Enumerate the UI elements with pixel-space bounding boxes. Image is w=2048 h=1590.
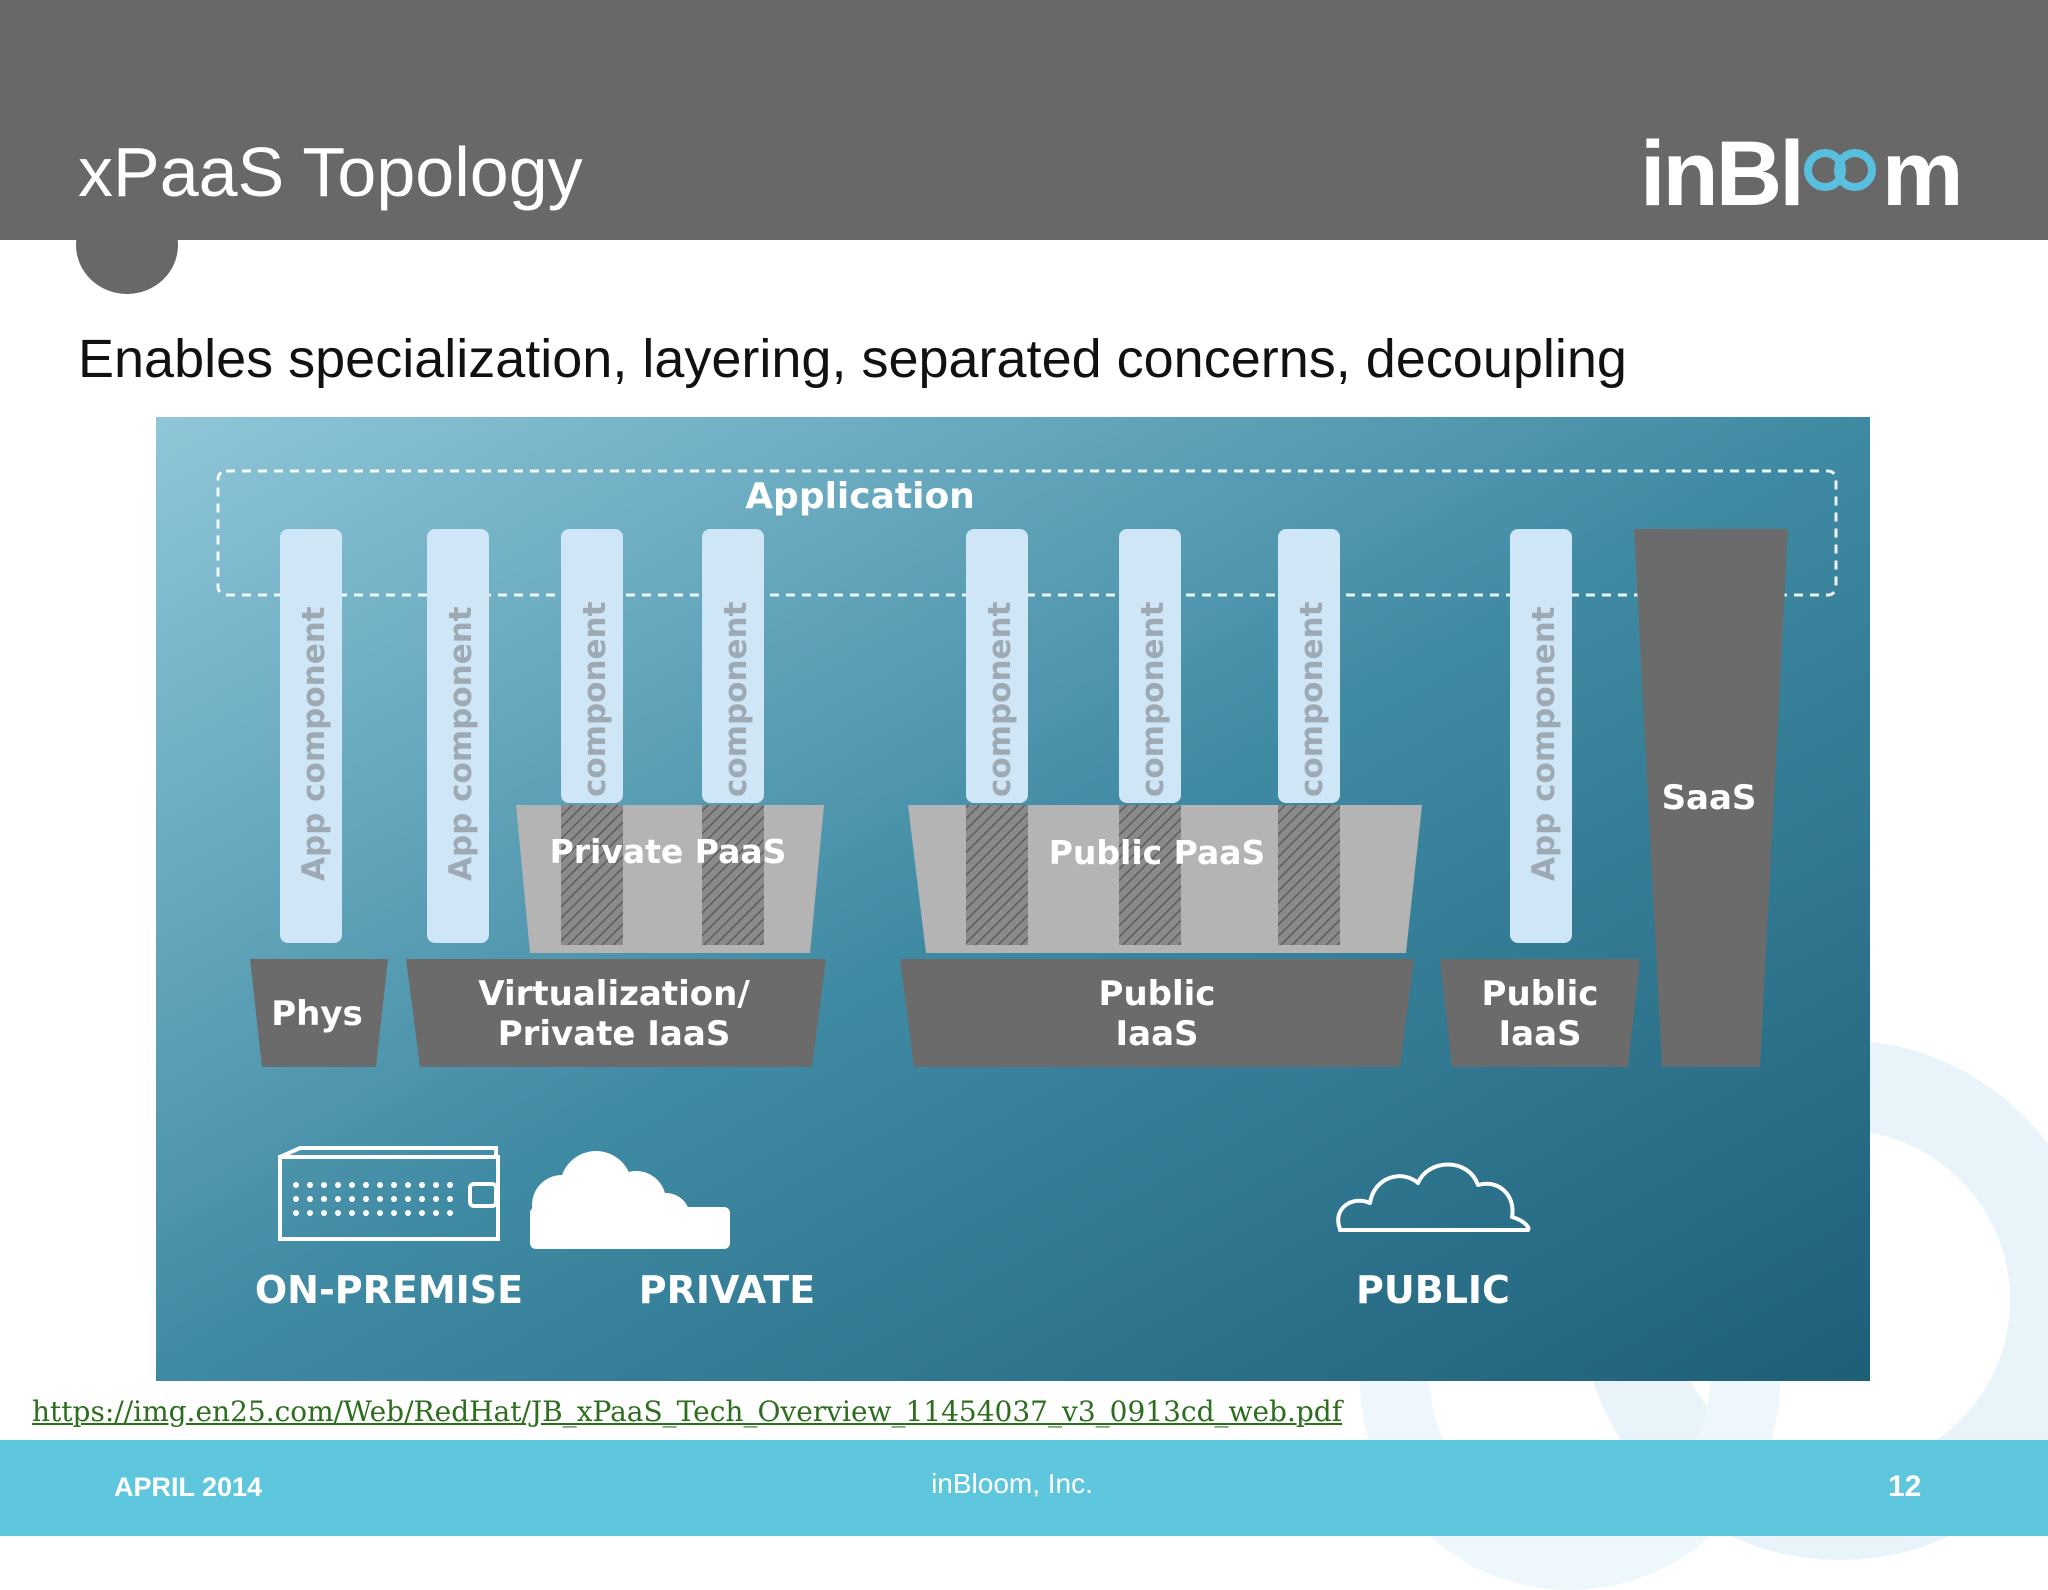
app-component-pillar-3 <box>1510 529 1572 943</box>
component-pillar-2-hatch <box>702 805 764 945</box>
page-number: 12 <box>1888 1470 1922 1503</box>
application-label: Application <box>745 476 975 517</box>
private-paas-label: Private PaaS <box>550 832 787 871</box>
public-iaas-label-line2: IaaS <box>1115 1014 1198 1054</box>
title-bubble <box>76 196 178 294</box>
component-pillar-4-hatch <box>1119 805 1181 945</box>
component-pillar-5 <box>1278 529 1340 803</box>
footer-company: inBloom, Inc. <box>931 1468 1093 1499</box>
component-pillar-4 <box>1119 529 1181 803</box>
footer-bar <box>0 1440 2048 1536</box>
virtualization-label-line1: Virtualization/ <box>478 974 750 1014</box>
app-component-pillar-2 <box>427 529 489 943</box>
virtualization-block <box>406 959 826 1067</box>
component-pillar-1 <box>561 529 623 803</box>
component-label: component <box>982 601 1018 797</box>
logo-rings-icon <box>1802 149 1882 205</box>
component-pillar-3-hatch <box>966 805 1028 945</box>
logo-text-left: inBl <box>1640 123 1805 225</box>
cloud-filled-icon <box>530 1151 730 1249</box>
saas-label: SaaS <box>1662 778 1757 818</box>
public-label: PUBLIC <box>1356 1268 1510 1312</box>
on-premise-label: ON-PREMISE <box>255 1268 523 1312</box>
virtualization-label-line2: Private IaaS <box>498 1014 731 1054</box>
public-iaas-label-line1: Public <box>1099 974 1216 1014</box>
component-pillar-1-hatch <box>561 805 623 945</box>
cloud-outline-icon <box>1336 1162 1531 1232</box>
server-rack-icon <box>278 1146 500 1241</box>
phys-label: Phys <box>271 994 363 1034</box>
source-link[interactable]: https://img.en25.com/Web/RedHat/JB_xPaaS… <box>32 1395 1343 1428</box>
header-bar <box>0 0 2048 240</box>
public-paas-label: Public PaaS <box>1049 833 1266 872</box>
public-iaas-label-line1: Public <box>1482 974 1599 1014</box>
component-label: component <box>718 601 754 797</box>
app-component-label: App component <box>1526 606 1562 881</box>
app-component-label: App component <box>443 606 479 881</box>
component-label: component <box>577 601 613 797</box>
app-component-pillar-1 <box>280 529 342 943</box>
component-label: component <box>1294 601 1330 797</box>
public-iaas-block <box>900 959 1414 1067</box>
logo-text-right: m <box>1881 123 1964 225</box>
private-label: PRIVATE <box>639 1268 815 1312</box>
component-pillar-2 <box>702 529 764 803</box>
component-pillar-3 <box>966 529 1028 803</box>
saas-block <box>1634 529 1788 1067</box>
public-iaas-label-line2: IaaS <box>1498 1014 1581 1054</box>
footer-date: APRIL 2014 <box>114 1472 263 1502</box>
phys-block <box>250 959 388 1067</box>
component-pillar-5-hatch <box>1278 805 1340 945</box>
app-component-label: App component <box>296 606 332 881</box>
slide-title: xPaaS Topology <box>78 133 583 211</box>
public-iaas-saas-block <box>1440 959 1640 1067</box>
xpaas-topology-diagram: Application App component App component … <box>156 417 1870 1381</box>
component-label: component <box>1135 601 1171 797</box>
slide-subtitle: Enables specialization, layering, separa… <box>78 329 1627 389</box>
